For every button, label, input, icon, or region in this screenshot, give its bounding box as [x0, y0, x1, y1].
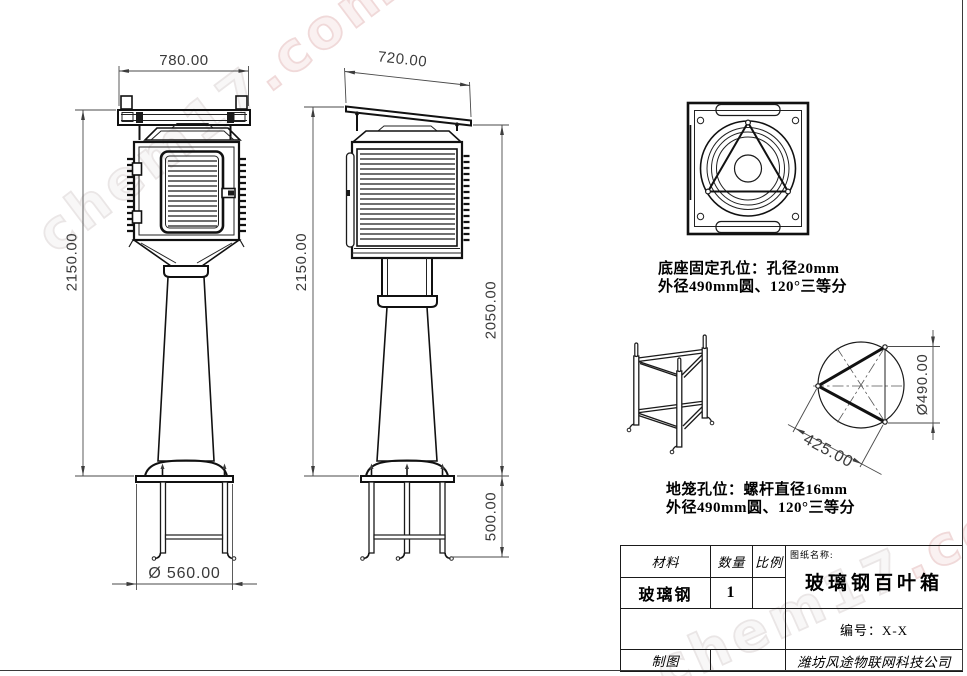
dim-stand-height: 500.00: [483, 492, 500, 541]
quantity-value: 1: [711, 578, 753, 609]
dim-body-height: 2050.00: [483, 281, 500, 339]
drawing-name-label: 图纸名称:: [790, 550, 834, 560]
front-view-dimensions: 780.00 2150.00 Ø 560.00: [64, 52, 257, 590]
ground-cage-view: [626, 334, 715, 455]
cage-holes-note-line2: 外径490mm圆、120°三等分: [666, 500, 855, 516]
side-view: [345, 105, 472, 561]
dim-front-width: 780.00: [159, 52, 208, 69]
scale-value: [753, 578, 786, 609]
base-holes-note-line2: 外径490mm圆、120°三等分: [658, 279, 847, 295]
drawing-number: 编号：X-X: [786, 609, 963, 650]
dim-bolt-pitch: 425.00: [800, 431, 855, 471]
dim-side-height: 2150.00: [293, 233, 310, 291]
drawing-name: 玻璃钢百叶箱: [804, 573, 943, 594]
dim-bolt-circle-diameter: Ø490.00: [914, 354, 931, 416]
material-value: 玻璃钢: [621, 578, 711, 609]
scale-header: 比例: [753, 546, 786, 578]
dim-base-diameter: Ø 560.00: [148, 565, 220, 582]
material-header: 材料: [621, 546, 711, 578]
title-block: 材料 数量 比例 玻璃钢 1 图纸名称: 玻璃钢百叶箱 编号：X-X 制图 潍坊…: [620, 545, 963, 672]
drawing-name-cell: 图纸名称: 玻璃钢百叶箱: [786, 546, 963, 609]
base-plate-top-view: [686, 101, 810, 236]
drafter-label: 制图: [621, 650, 711, 672]
empty-cell: [621, 609, 786, 650]
front-view: [117, 95, 251, 561]
drafter-value: [711, 650, 786, 672]
dim-front-height: 2150.00: [64, 233, 81, 291]
cage-holes-note: 地笼孔位：螺杆直径16mm 外径490mm圆、120°三等分: [666, 481, 855, 517]
quantity-header: 数量: [711, 546, 753, 578]
base-holes-note: 底座固定孔位：孔径20mm 外径490mm圆、120°三等分: [658, 260, 847, 296]
company-name: 潍坊风途物联网科技公司: [786, 650, 963, 672]
base-holes-note-line1: 底座固定孔位：孔径20mm: [658, 261, 840, 277]
dim-side-width: 720.00: [377, 48, 428, 70]
bolt-circle-diagram: Ø490.00 425.00: [787, 330, 940, 475]
side-view-dimensions: 720.00 2150.00 2050.00 500.00: [293, 48, 509, 558]
cage-holes-note-line1: 地笼孔位：螺杆直径16mm: [666, 482, 848, 498]
